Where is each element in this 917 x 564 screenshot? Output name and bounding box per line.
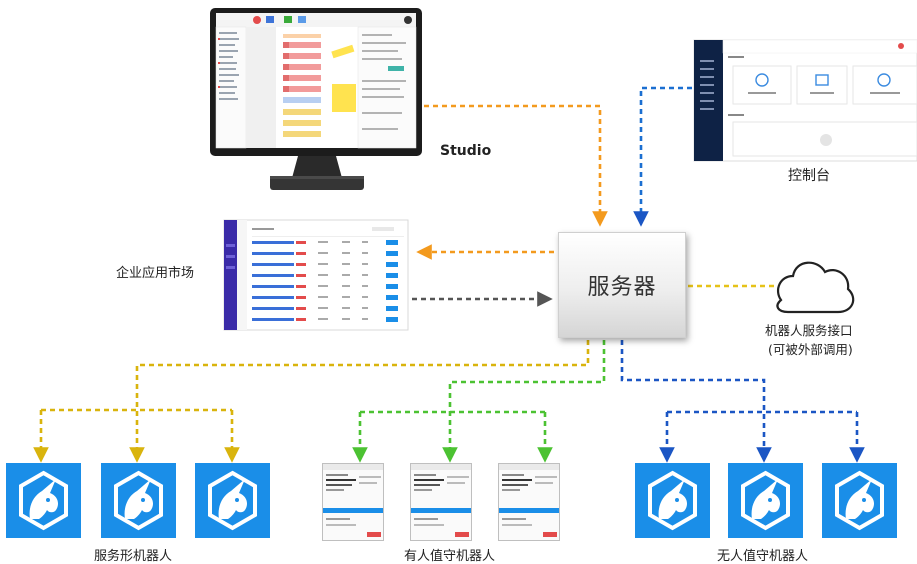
- service-robot-1: [6, 463, 81, 538]
- attended-robot-1: [322, 463, 384, 541]
- unattended-robot-3: [822, 463, 897, 538]
- unattended-robot-label: 无人值守机器人: [717, 549, 809, 564]
- studio-link: [424, 104, 608, 227]
- unicorn-logo-icon: [19, 470, 68, 531]
- cloud-icon: [776, 261, 855, 314]
- attended-robot-label: 有人值守机器人: [404, 549, 496, 564]
- console-label: 控制台: [788, 168, 830, 184]
- market-label: 企业应用市场: [116, 266, 195, 281]
- server-node: 服务器: [558, 232, 686, 338]
- service-robot-label: 服务形机器人: [94, 549, 173, 564]
- attended-branch: [442, 340, 606, 463]
- studio-monitor: [210, 8, 422, 190]
- unicorn-logo-icon: [835, 470, 884, 531]
- console-link: [633, 86, 692, 227]
- market-rows: [252, 240, 398, 322]
- api-label-line1: 机器人服务接口: [765, 323, 853, 338]
- service-branch: [129, 340, 590, 463]
- attended-robot-3: [498, 463, 560, 541]
- console-screenshot: [693, 39, 917, 162]
- api-label-line2: (可被外部调用): [768, 342, 853, 357]
- unicorn-logo-icon: [648, 470, 697, 531]
- service-robot-2: [101, 463, 176, 538]
- unicorn-logo-icon: [114, 470, 163, 531]
- service-robot-3: [195, 463, 270, 538]
- attended-robot-2: [410, 463, 472, 541]
- unattended-robot-2: [728, 463, 803, 538]
- market-screenshot: [223, 219, 409, 331]
- unicorn-logo-icon: [208, 470, 257, 531]
- unattended-robot-1: [635, 463, 710, 538]
- server-label: 服务器: [587, 275, 657, 300]
- studio-label: Studio: [440, 143, 492, 159]
- unattended-branch: [620, 340, 772, 463]
- unicorn-logo-icon: [741, 470, 790, 531]
